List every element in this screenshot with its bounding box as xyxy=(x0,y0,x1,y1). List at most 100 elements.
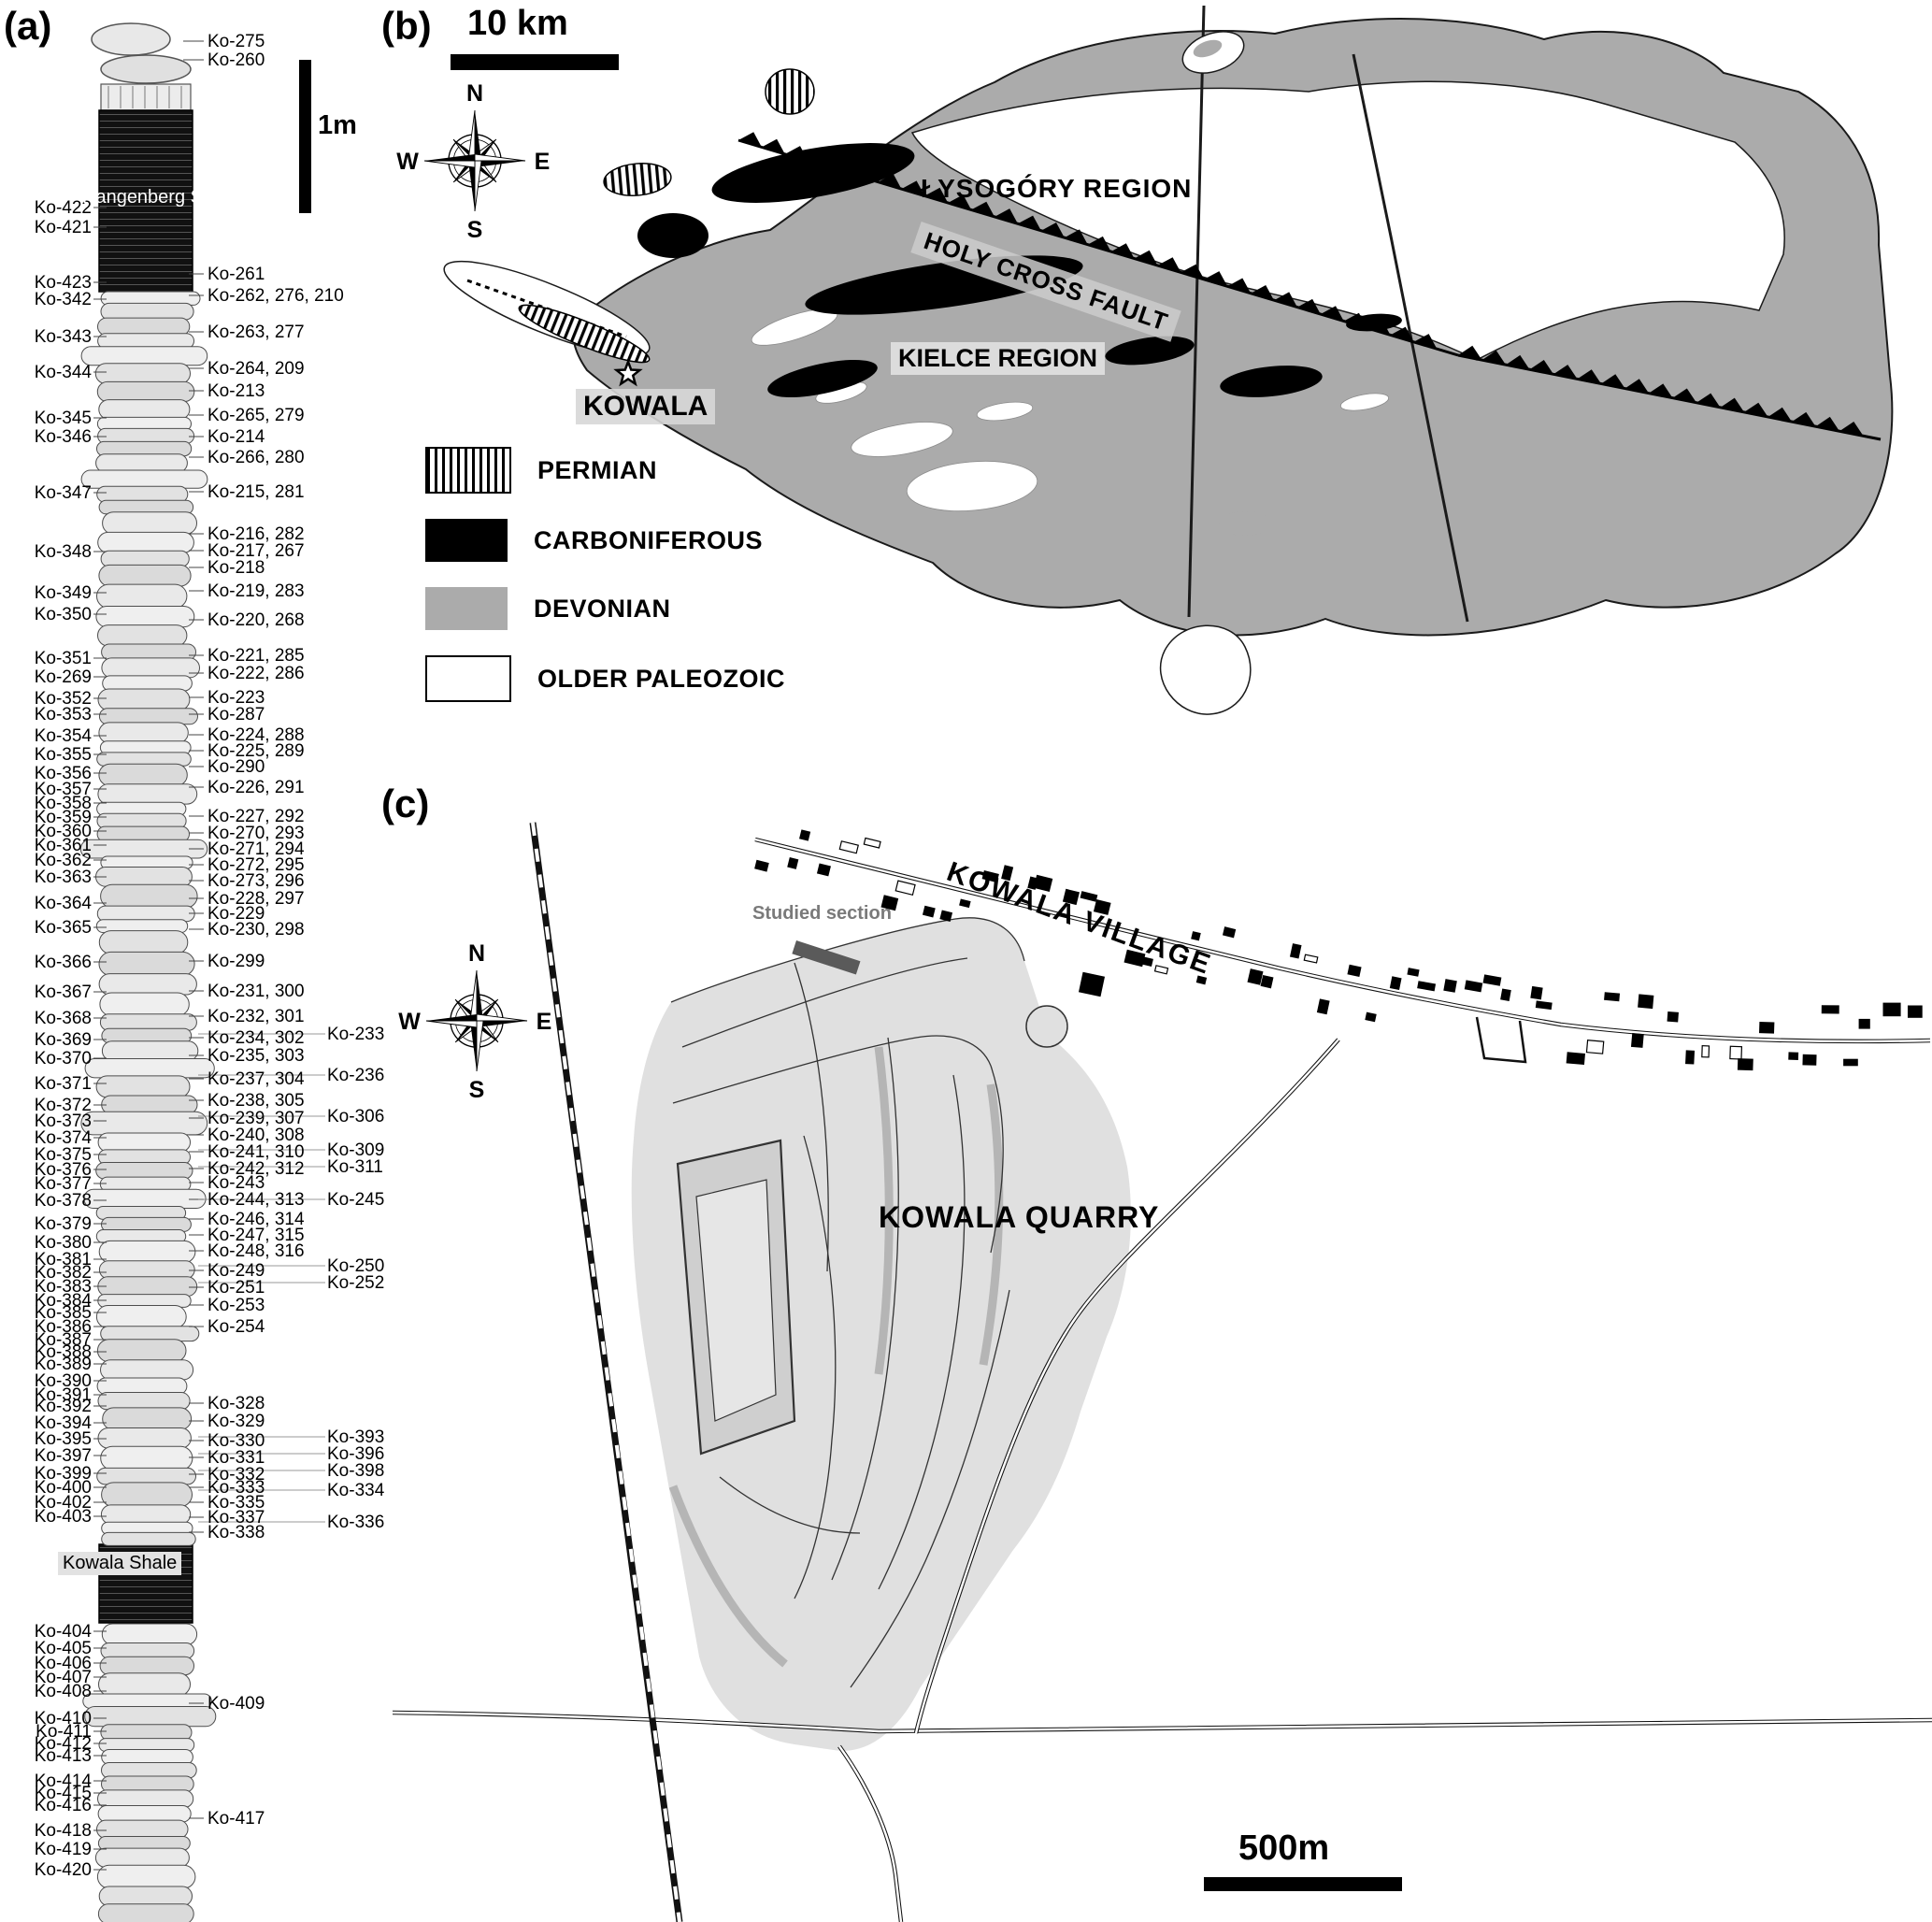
sample-label: Ko-413 xyxy=(34,1746,92,1766)
scalebar-1m xyxy=(299,60,311,213)
limestone-bed xyxy=(96,1864,196,1889)
house xyxy=(1191,931,1201,941)
kowala-quarry-label: KOWALA QUARRY xyxy=(879,1200,1160,1234)
sample-label: Ko-290 xyxy=(208,757,265,777)
older-paleozoic-window xyxy=(1339,393,1390,411)
legend-label: CARBONIFEROUS xyxy=(534,525,764,554)
limestone-bed xyxy=(98,951,195,977)
sample-label: Ko-363 xyxy=(34,868,92,887)
sample-label: Ko-416 xyxy=(34,1796,92,1815)
compass-letter: W xyxy=(396,149,419,175)
fault-tooth xyxy=(995,208,1018,224)
sample-label: Ko-356 xyxy=(34,764,92,783)
sample-label: Ko-379 xyxy=(34,1214,92,1234)
panel-c-local-map: (c) xyxy=(381,767,1932,1922)
compass-point xyxy=(476,1020,484,1072)
sample-label: Ko-217, 267 xyxy=(208,541,305,561)
sample-label: Ko-309 xyxy=(327,1140,385,1160)
carboniferous-lens xyxy=(767,359,878,398)
house xyxy=(1289,943,1302,959)
carboniferous-lens xyxy=(637,213,708,258)
house xyxy=(1729,1045,1743,1060)
house xyxy=(1638,994,1654,1010)
limestone-bed xyxy=(80,346,208,366)
limestone-bed xyxy=(96,1467,196,1485)
outlier-shape xyxy=(1159,624,1252,715)
holy-cross-fault-line xyxy=(737,132,1882,441)
fault-tooth xyxy=(1458,345,1482,361)
sample-label: Ko-265, 279 xyxy=(208,406,305,425)
sample-label: Ko-250 xyxy=(327,1256,385,1276)
quarry-area xyxy=(631,917,1131,1751)
fault-tooth xyxy=(1601,374,1625,389)
sample-label: Ko-248, 316 xyxy=(208,1241,305,1261)
fault-tooth xyxy=(1064,229,1088,245)
sample-label: Ko-365 xyxy=(34,918,92,938)
limestone-bed xyxy=(95,606,195,628)
label-leader-lines xyxy=(93,40,325,1871)
house xyxy=(1222,926,1237,939)
sample-label: Ko-232, 301 xyxy=(208,1007,305,1026)
sample-label: Ko-342 xyxy=(34,290,92,309)
compass-point xyxy=(475,110,482,161)
fault-tooth xyxy=(1274,292,1297,308)
compass-letter: S xyxy=(467,217,483,243)
limestone-bed xyxy=(97,1805,192,1823)
house xyxy=(1585,1040,1605,1054)
limestone-bed xyxy=(101,1531,196,1546)
fault-tooth xyxy=(1134,250,1158,265)
sample-label: Ko-409 xyxy=(208,1694,265,1714)
house xyxy=(1759,1021,1775,1034)
sample-label: Ko-240, 308 xyxy=(208,1126,305,1145)
sample-label: Ko-400 xyxy=(34,1478,92,1498)
sample-label: Ko-417 xyxy=(208,1809,265,1829)
sample-label: Ko-343 xyxy=(34,327,92,347)
sample-label: Ko-395 xyxy=(34,1429,92,1449)
sample-label: Ko-275 xyxy=(208,32,265,51)
sample-label: Ko-374 xyxy=(34,1128,92,1148)
house xyxy=(1667,1011,1679,1023)
compass-point xyxy=(477,1021,527,1028)
limestone-bed xyxy=(98,564,192,587)
fault-tooth xyxy=(1040,222,1065,238)
sample-label: Ko-403 xyxy=(34,1507,92,1527)
compass-point xyxy=(477,970,484,1021)
limestone-bed xyxy=(97,1427,192,1449)
limestone-bed xyxy=(100,1504,192,1525)
limestone-bed xyxy=(80,469,208,489)
quarry-rim xyxy=(670,917,1025,1003)
sample-label: Ko-368 xyxy=(34,1009,92,1028)
fault-tooth xyxy=(1367,320,1391,336)
sample-label: Ko-347 xyxy=(34,483,92,503)
fault-tooth xyxy=(971,201,995,217)
sample-label: Ko-236 xyxy=(327,1066,385,1085)
house xyxy=(1195,975,1208,985)
limestone-bed xyxy=(98,722,189,744)
fault-tooth xyxy=(1672,388,1696,403)
large-building xyxy=(1078,971,1106,997)
limestone-bed xyxy=(98,708,198,725)
limestone-bed xyxy=(97,1276,198,1298)
sample-label: Ko-381 xyxy=(34,1250,92,1269)
sample-label: Ko-233 xyxy=(327,1025,385,1044)
sample-label: Ko-386 xyxy=(34,1317,92,1337)
limestone-bed xyxy=(96,380,195,403)
compass-letter: N xyxy=(468,940,485,967)
limestone-bed xyxy=(98,763,188,787)
fault-tooth xyxy=(924,187,949,203)
fault-tooth xyxy=(1506,354,1530,370)
sample-label: Ko-373 xyxy=(34,1112,92,1131)
limestone-bed xyxy=(100,1445,193,1470)
quarry-contour xyxy=(878,1074,966,1590)
fault-tooth xyxy=(1744,402,1768,417)
older-paleozoic-window xyxy=(851,422,953,457)
permian-patch xyxy=(765,68,815,115)
limestone-bed xyxy=(97,1132,191,1153)
legend-item-devonian: DEVONIAN xyxy=(425,587,785,630)
sample-label: Ko-213 xyxy=(208,381,265,401)
sample-label: Ko-218 xyxy=(208,558,265,578)
limestone-bed xyxy=(94,1847,190,1868)
fault-tooth xyxy=(1251,285,1274,301)
sample-label: Ko-271, 294 xyxy=(208,839,305,859)
road xyxy=(837,1744,903,1922)
